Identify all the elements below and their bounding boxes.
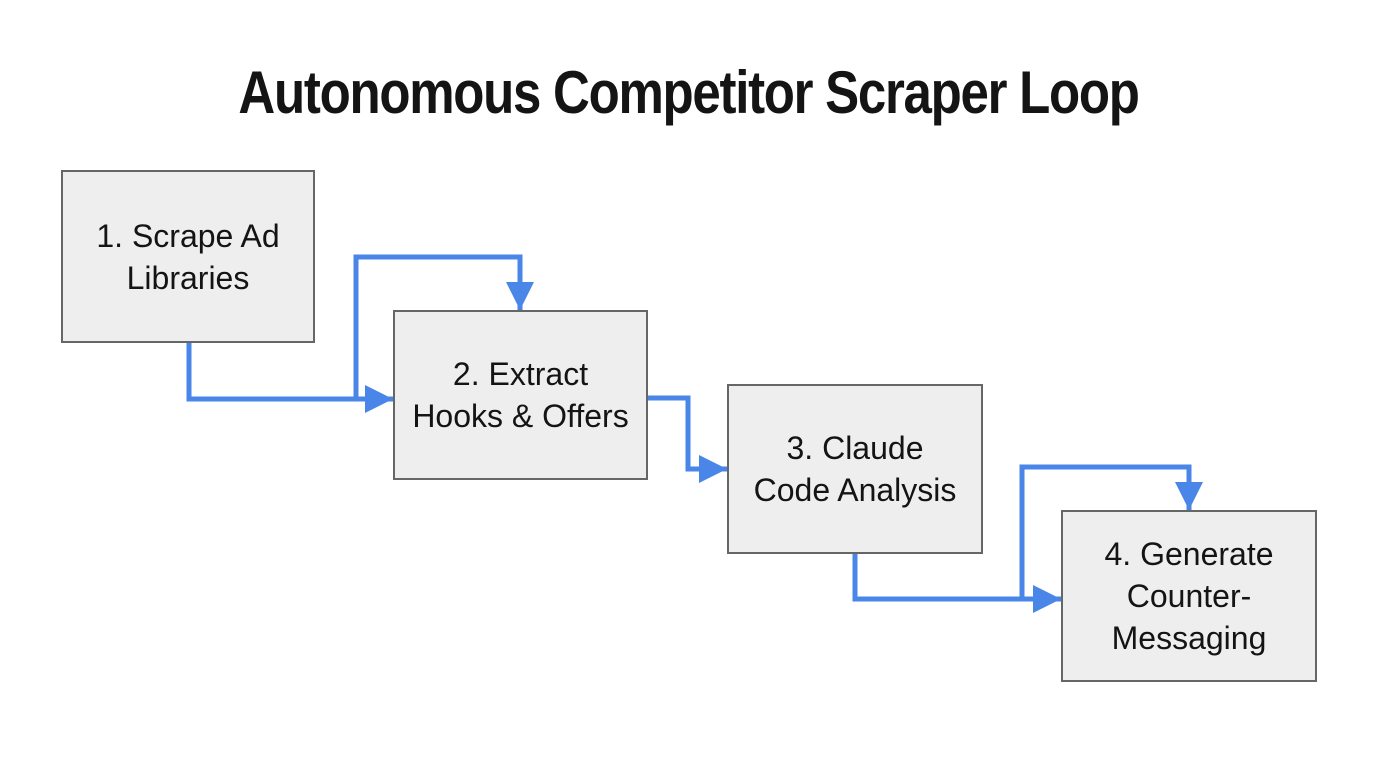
edge-step1-to-step2-top-arrow (353, 254, 534, 401)
node-label-line: Code Analysis (753, 472, 957, 508)
node-label-line: Hooks & Offers (412, 398, 629, 434)
node-label-line: 4. Generate (1104, 536, 1274, 572)
node-label-line: Libraries (126, 259, 250, 296)
node-label: 1. Scrape Ad Libraries (96, 215, 279, 299)
edge-step1-to-step2-left-arrow (186, 343, 393, 413)
node-label-line: Messaging (1111, 620, 1267, 656)
edge-step2-to-step3-left-arrow (648, 395, 727, 483)
flow-node-scrape-ad-libraries: 1. Scrape Ad Libraries (61, 170, 315, 343)
flow-node-extract-hooks-offers: 2. Extract Hooks & Offers (393, 310, 648, 480)
node-label-line: 3. Claude (786, 430, 924, 466)
diagram-title: Autonomous Competitor Scraper Loop (0, 58, 1376, 127)
node-label-line: Counter- (1126, 578, 1252, 614)
node-label-line: 2. Extract (452, 356, 589, 392)
node-label: 4. Generate Counter- Messaging (1105, 533, 1274, 659)
diagram-title-text: Autonomous Competitor Scraper Loop (237, 59, 1139, 126)
flow-node-claude-code-analysis: 3. Claude Code Analysis (727, 384, 983, 554)
edge-step3-to-step4-top-arrow (1019, 464, 1203, 601)
node-label: 2. Extract Hooks & Offers (412, 353, 628, 437)
edge-step3-to-step4-left-arrow (852, 554, 1061, 613)
node-label-line: 1. Scrape Ad (96, 217, 280, 254)
flow-node-generate-counter-messaging: 4. Generate Counter- Messaging (1061, 510, 1317, 682)
node-label: 3. Claude Code Analysis (754, 427, 957, 511)
